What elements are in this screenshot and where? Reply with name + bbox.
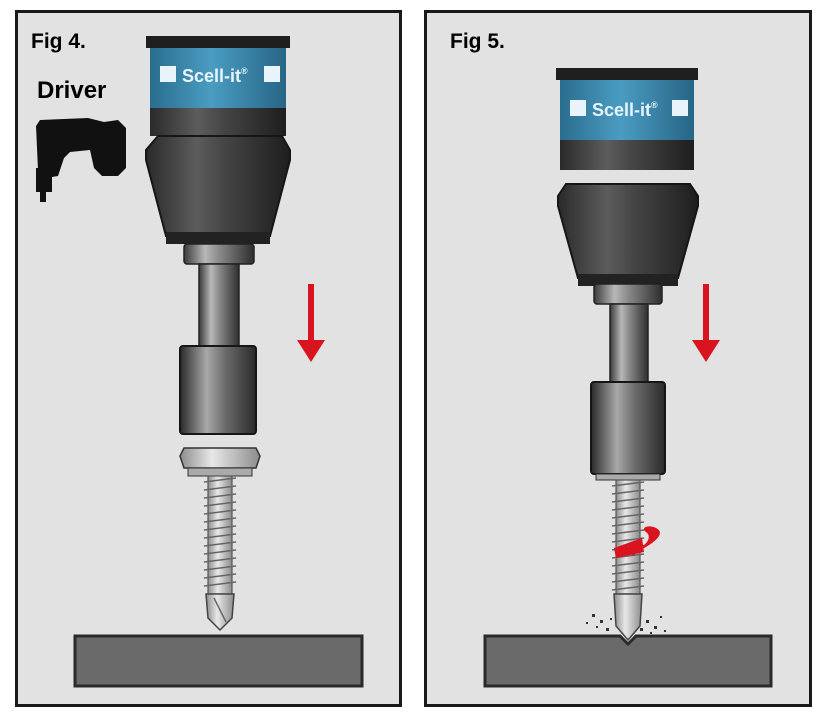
down-arrow-icon — [692, 284, 720, 362]
screw-fig5 — [595, 473, 661, 642]
brand-name: Scell-it — [592, 100, 651, 120]
figure-4-label: Fig 4. — [31, 30, 86, 53]
down-arrow-icon — [297, 284, 325, 362]
svg-text:Scell-it®: Scell-it® — [592, 100, 658, 120]
surface-plate-fig5 — [483, 634, 773, 688]
svg-text:Scell-it®: Scell-it® — [182, 66, 248, 86]
drilling-debris — [586, 614, 666, 634]
brand-mark: ® — [651, 100, 658, 110]
brand-name: Scell-it — [182, 66, 241, 86]
surface-plate-fig4 — [73, 634, 364, 688]
driver-tool-fig5 — [556, 68, 699, 475]
brand-logo-fig4: Scell-it® — [160, 66, 280, 86]
rotation-arrow-icon — [614, 526, 660, 558]
figure-5-label: Fig 5. — [450, 30, 505, 53]
brand-mark: ® — [241, 66, 248, 76]
drill-driver-icon — [36, 118, 126, 202]
driver-tool-fig4 — [145, 36, 291, 435]
brand-logo-fig5: Scell-it® — [570, 100, 688, 120]
driver-label: Driver — [37, 77, 107, 104]
screw-fig4 — [179, 447, 261, 632]
